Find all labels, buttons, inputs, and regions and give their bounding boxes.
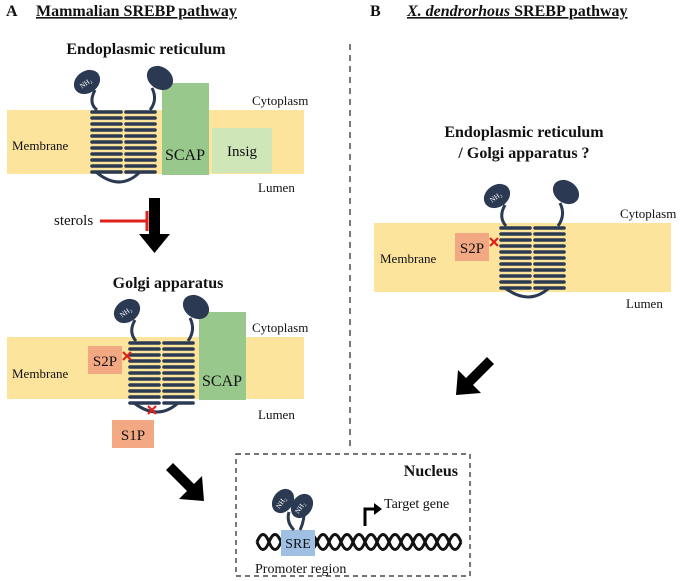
panel-b-letter: B <box>370 3 381 20</box>
golgi-membrane-label: Membrane <box>12 366 69 381</box>
promoter-label: Promoter region <box>255 562 346 577</box>
golgi-s2p-label: S2P <box>93 354 117 370</box>
er-scap-box <box>162 83 209 175</box>
cleavage-x-icon <box>489 237 499 247</box>
nucleus-title: Nucleus <box>404 463 458 480</box>
golgi-scap-box <box>199 312 246 400</box>
panel-b-title-line1: Endoplasmic reticulum <box>444 124 604 141</box>
b-s2p-box <box>455 233 489 261</box>
transcription-start-arrow-icon <box>363 507 376 526</box>
er-lumen-label: Lumen <box>258 180 295 195</box>
target-gene-label: Target gene <box>384 497 449 512</box>
sre-label: SRE <box>285 537 311 552</box>
b-s2p-label: S2P <box>460 241 484 257</box>
b-lumen-label: Lumen <box>626 296 663 311</box>
panel-a-letter: A <box>6 3 18 20</box>
er-insig-label: Insig <box>227 144 258 160</box>
nucleus-box <box>235 453 471 577</box>
nuclear-srebp-fragment: NH₂ NH₂ <box>271 488 314 532</box>
cleavage-x-icon <box>147 405 157 415</box>
er-scap-label: SCAP <box>165 147 205 164</box>
diagonal-arrow-icon <box>166 463 204 501</box>
er-cytoplasm-label: Cytoplasm <box>252 93 308 108</box>
er-srebp-protein: NH₂ <box>73 65 174 184</box>
golgi-srebp-protein: NH₂ <box>113 294 210 414</box>
golgi-s1p-box <box>112 420 154 448</box>
er-membrane-label: Membrane <box>12 138 69 153</box>
golgi-cytoplasm-label: Cytoplasm <box>252 320 308 335</box>
b-cytoplasm-label: Cytoplasm <box>620 206 676 221</box>
golgi-title: Golgi apparatus <box>113 275 224 292</box>
er-insig-box <box>212 128 272 173</box>
golgi-scap-label: SCAP <box>202 373 242 390</box>
golgi-s2p-box <box>88 346 122 374</box>
b-membrane-label: Membrane <box>380 251 437 266</box>
golgi-lumen-label: Lumen <box>258 407 295 422</box>
golgi-s1p-label: S1P <box>121 428 145 444</box>
cleavage-x-icon <box>122 351 132 361</box>
b-srebp-protein: NH₂ <box>483 179 580 299</box>
panel-b-title: X. dendrorhous SREBP pathway <box>406 3 628 20</box>
er-title: Endoplasmic reticulum <box>66 41 226 58</box>
sterols-label: sterols <box>54 213 93 229</box>
down-arrow-icon <box>139 198 170 253</box>
panel-a-title: Mammalian SREBP pathway <box>36 3 237 20</box>
panel-b-title-line2: / Golgi apparatus ? <box>457 145 589 162</box>
diagonal-arrow-icon <box>456 357 494 395</box>
sre-box <box>281 530 315 556</box>
